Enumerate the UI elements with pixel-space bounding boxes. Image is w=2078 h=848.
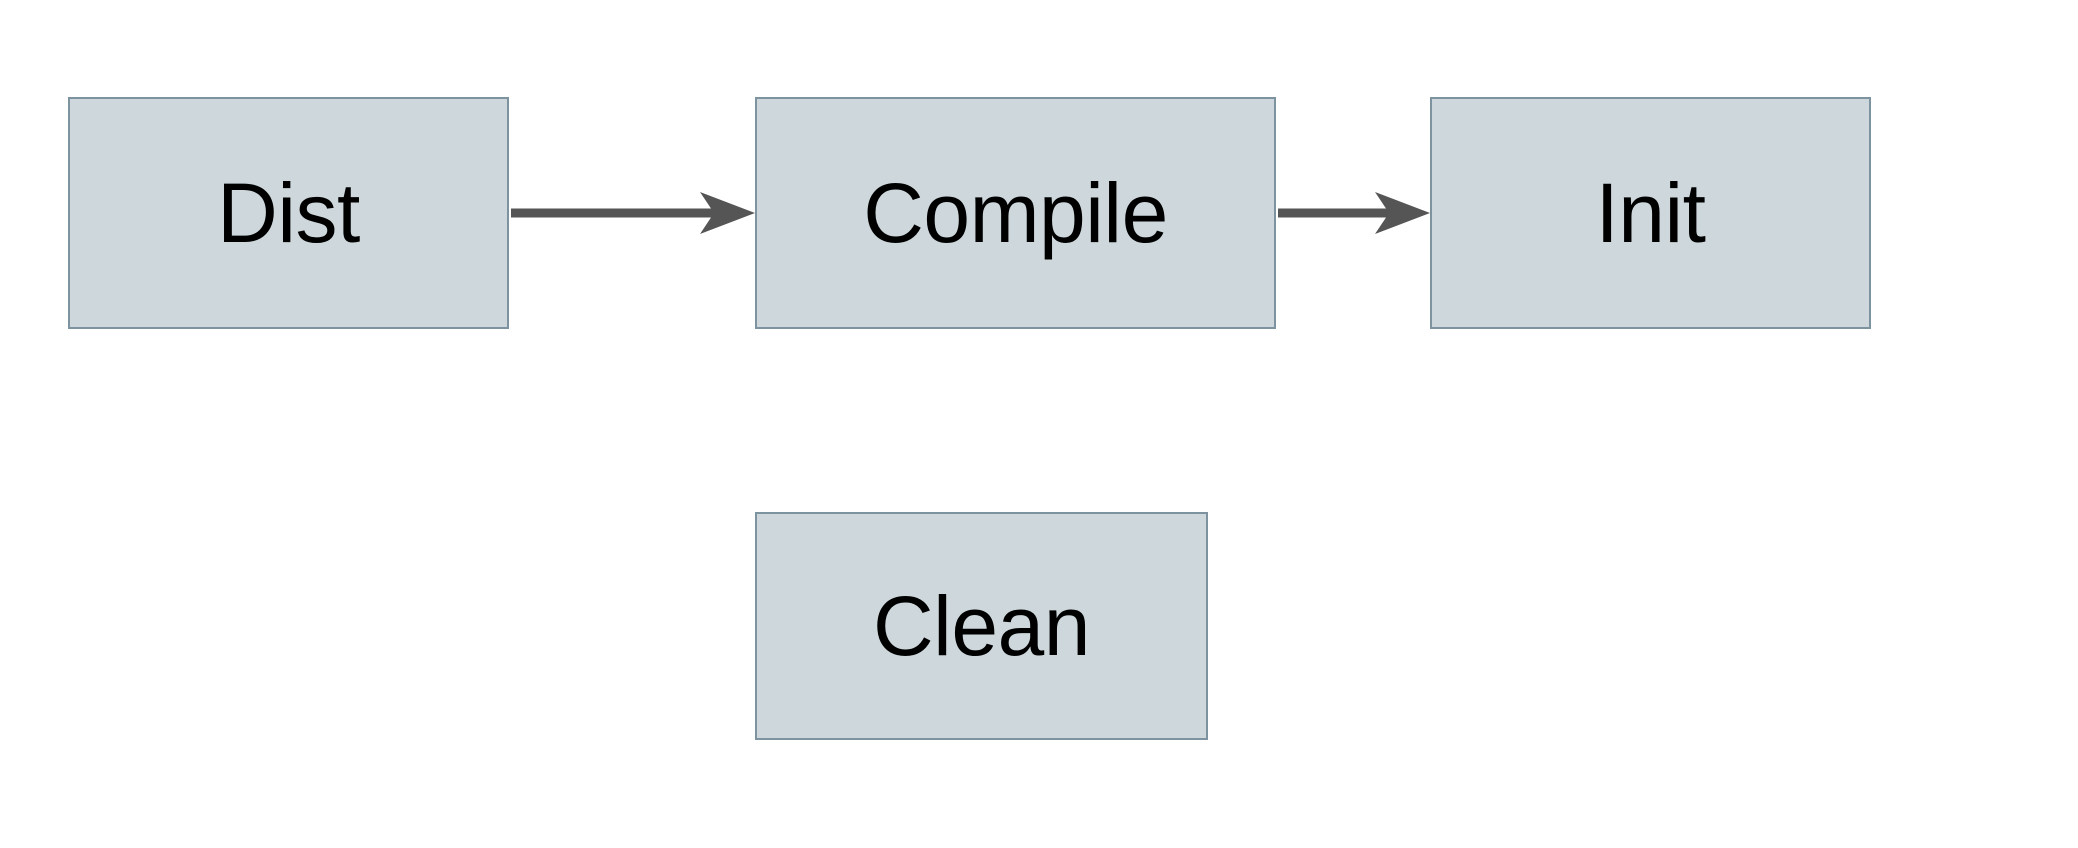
node-clean[interactable]: Clean <box>755 512 1208 740</box>
node-compile[interactable]: Compile <box>755 97 1276 329</box>
node-label-dist: Dist <box>217 166 360 260</box>
node-init[interactable]: Init <box>1430 97 1871 329</box>
edge-compile-to-init <box>1278 192 1430 234</box>
edge-dist-to-compile <box>511 192 755 234</box>
node-label-init: Init <box>1595 166 1706 260</box>
node-dist[interactable]: Dist <box>68 97 509 329</box>
node-label-compile: Compile <box>863 166 1168 260</box>
node-label-clean: Clean <box>873 579 1090 673</box>
